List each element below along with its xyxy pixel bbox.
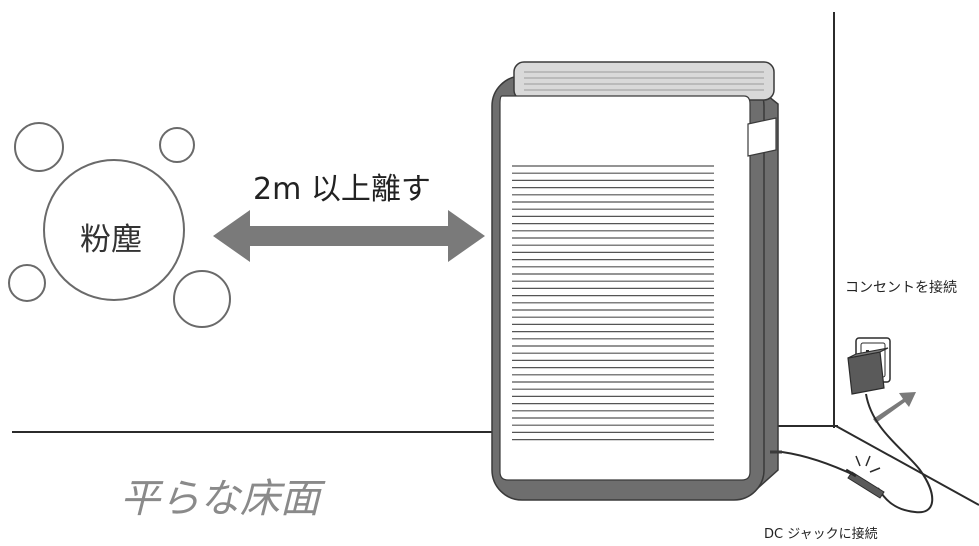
dc-cable xyxy=(781,451,857,477)
dc-jack-label: DC ジャックに接続 xyxy=(764,527,878,542)
dust-circle-bottom-right xyxy=(173,270,231,328)
floor-wall-edge xyxy=(835,425,979,506)
top-vent-slats xyxy=(524,71,764,91)
distance-arrow-icon xyxy=(213,210,485,262)
outlet-label: コンセントを接続 xyxy=(845,280,957,296)
click-indicator-icon xyxy=(855,455,881,473)
air-purifier xyxy=(491,61,782,501)
power-cable xyxy=(865,393,934,514)
purifier-top-vent xyxy=(513,61,775,101)
plug-in-arrow-icon xyxy=(873,392,916,423)
side-handle-recess xyxy=(747,117,777,157)
dust-circle-bottom-left xyxy=(8,264,46,302)
dust-circle-top-left xyxy=(14,122,64,172)
ac-adapter-icon xyxy=(847,347,889,395)
distance-label: 2m 以上離す xyxy=(253,172,431,207)
front-grille xyxy=(512,165,714,441)
dc-plug-icon xyxy=(845,468,885,499)
dust-circle-large xyxy=(43,159,185,301)
dust-circle-top-right xyxy=(159,127,195,163)
dust-particles xyxy=(8,122,231,328)
floor-label: 平らな床面 xyxy=(120,476,320,522)
dust-label: 粉塵 xyxy=(80,222,142,258)
